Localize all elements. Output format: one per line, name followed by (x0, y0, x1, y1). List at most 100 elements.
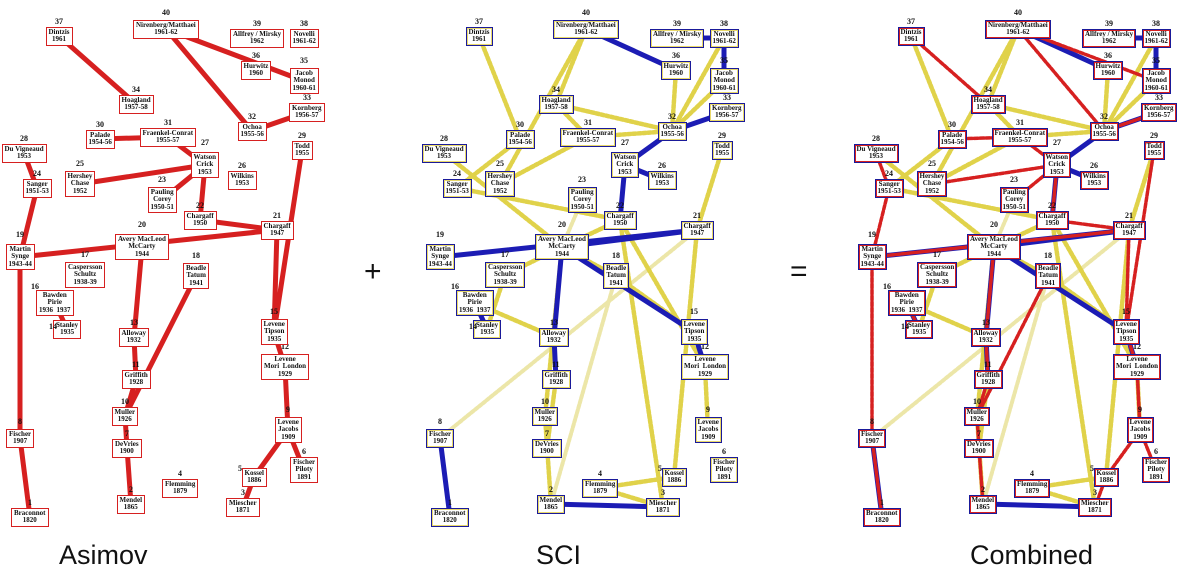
node-number-33: 33 (1155, 92, 1163, 102)
plus-sign: + (364, 255, 382, 288)
node-number-19: 19 (16, 229, 24, 239)
edge-sci-weak (886, 185, 1055, 223)
node-21: Chargaff 1947 (260, 220, 294, 240)
node-number-8: 8 (870, 416, 874, 426)
node-30: Palade 1954-56 (505, 129, 535, 149)
node-number-28: 28 (872, 133, 880, 143)
node-number-25: 25 (76, 158, 84, 168)
node-number-10: 10 (121, 396, 129, 406)
node-number-40: 40 (1014, 7, 1022, 17)
node-number-29: 29 (718, 130, 726, 140)
node-6: Fischer Piloty 1891 (710, 456, 739, 483)
node-37: Dintzis 1961 (897, 26, 925, 46)
node-number-24: 24 (33, 168, 41, 178)
edge-sci-weak (694, 147, 725, 233)
node-number-8: 8 (18, 416, 22, 426)
node-5: Kossel 1886 (661, 467, 687, 487)
node-18: Beadle Tatum 1941 (603, 262, 630, 289)
node-8: Fischer 1907 (426, 428, 455, 448)
node-28: Du Vigneaud 1953 (853, 143, 899, 163)
node-number-28: 28 (440, 133, 448, 143)
edge-sci-weak (1101, 67, 1111, 134)
node-number-38: 38 (1152, 18, 1160, 28)
edge-sci-weak (669, 67, 679, 134)
node-38: Novelli 1961-62 (709, 28, 739, 48)
node-number-6: 6 (302, 446, 306, 456)
node-number-14: 14 (49, 321, 57, 331)
node-number-1: 1 (448, 497, 452, 507)
node-24: Sanger 1951-53 (22, 178, 52, 198)
node-22: Chargaff 1950 (183, 210, 217, 230)
node-33: Kornberg 1956-57 (709, 102, 745, 122)
node-number-21: 21 (1125, 210, 1133, 220)
node-number-35: 35 (1152, 55, 1160, 65)
node-number-4: 4 (1030, 468, 1034, 478)
node-number-23: 23 (1010, 174, 1018, 184)
node-31: Fraenkel-Conrat 1955-57 (991, 127, 1049, 147)
node-26: Wilkins 1953 (1079, 170, 1109, 190)
node-11: Griffith 1928 (973, 369, 1003, 389)
node-30: Palade 1954-56 (937, 129, 967, 149)
node-number-30: 30 (96, 119, 104, 129)
node-number-16: 16 (883, 281, 891, 291)
node-20: Avery MacLeod McCarty 1944 (967, 233, 1021, 260)
node-6: Fischer Piloty 1891 (290, 456, 319, 483)
node-number-27: 27 (621, 137, 629, 147)
node-number-7: 7 (545, 428, 549, 438)
node-39: Allfrey / Mirsky 1962 (230, 28, 285, 48)
node-22: Chargaff 1950 (1035, 210, 1069, 230)
node-2: Mendel 1865 (536, 494, 566, 514)
node-number-21: 21 (273, 210, 281, 220)
node-11: Griffith 1928 (541, 369, 571, 389)
node-34: Hoagland 1957-58 (118, 94, 154, 114)
node-number-24: 24 (453, 168, 461, 178)
caption-sci: SCI (536, 540, 582, 570)
node-36: Hurwitz 1960 (240, 60, 272, 80)
node-number-21: 21 (693, 210, 701, 220)
node-15: Levene Tipson 1935 (260, 318, 288, 345)
edge-asimov (271, 227, 280, 335)
node-number-29: 29 (1150, 130, 1158, 140)
node-27: Watson Crick 1953 (190, 151, 220, 178)
node-20: Avery MacLeod McCarty 1944 (115, 233, 169, 260)
node-number-13: 13 (550, 317, 558, 327)
node-number-40: 40 (582, 7, 590, 17)
node-18: Beadle Tatum 1941 (183, 262, 210, 289)
node-39: Allfrey / Mirsky 1962 (650, 28, 705, 48)
edge-sci-weak (1126, 147, 1157, 233)
node-number-13: 13 (130, 317, 138, 327)
node-number-2: 2 (981, 484, 985, 494)
edge-sci-weak (476, 33, 523, 142)
node-number-14: 14 (469, 321, 477, 331)
node-number-4: 4 (598, 468, 602, 478)
node-12: Levene Mori London 1929 (1113, 353, 1162, 380)
node-32: Ochoa 1955-56 (657, 121, 687, 141)
node-1: Braconnot 1820 (11, 507, 49, 527)
node-number-32: 32 (668, 111, 676, 121)
node-38: Novelli 1961-62 (289, 28, 319, 48)
node-number-1: 1 (28, 497, 32, 507)
edge-asimov (17, 435, 33, 520)
node-number-15: 15 (1122, 306, 1130, 316)
node-39: Allfrey / Mirsky 1962 (1082, 28, 1137, 48)
node-number-3: 3 (241, 487, 245, 497)
node-40: Nirenberg/Matthaei 1961-62 (985, 19, 1051, 39)
node-37: Dintzis 1961 (45, 26, 73, 46)
node-number-22: 22 (196, 200, 204, 210)
node-34: Hoagland 1957-58 (970, 94, 1006, 114)
node-number-36: 36 (252, 50, 260, 60)
node-9: Levene Jacobs 1909 (274, 416, 302, 443)
node-number-40: 40 (162, 7, 170, 17)
node-number-26: 26 (1090, 160, 1098, 170)
edge-asimov (271, 147, 305, 335)
edge-asimov (1016, 27, 1106, 133)
edge-asimov (122, 273, 199, 419)
node-1: Braconnot 1820 (431, 507, 469, 527)
edge-sci-weak (669, 35, 727, 134)
edge-sci-weak (908, 33, 955, 142)
node-4: Flemming 1879 (582, 478, 619, 498)
node-7: DeVries 1900 (964, 438, 994, 458)
node-8: Fischer 1907 (858, 428, 887, 448)
node-31: Fraenkel-Conrat 1955-57 (559, 127, 617, 147)
node-12: Levene Mori London 1929 (681, 353, 730, 380)
